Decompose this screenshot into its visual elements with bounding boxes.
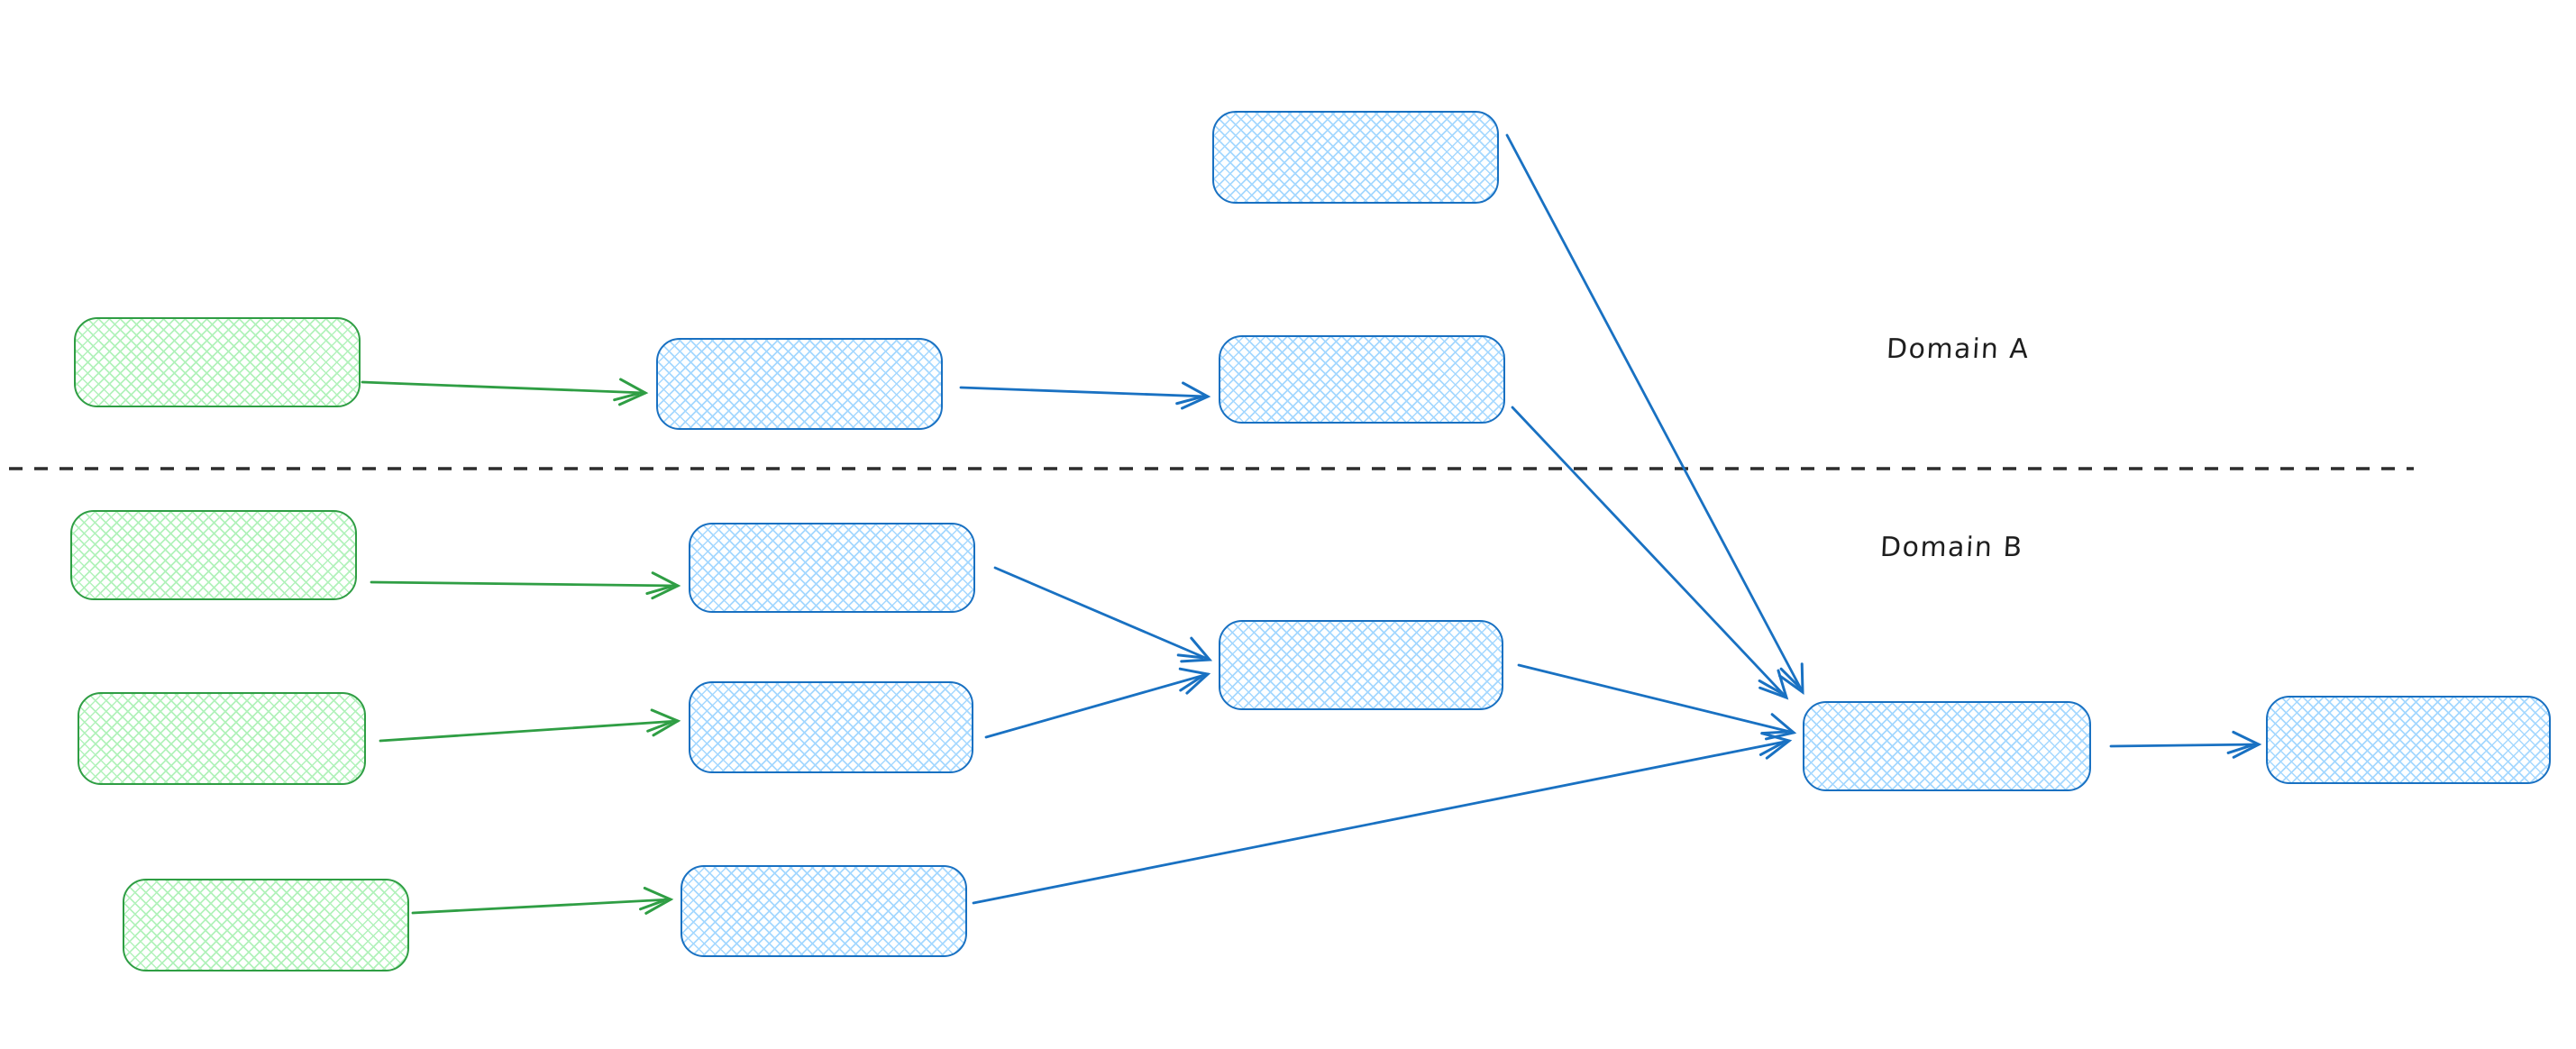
arrow-source-b3-to-stage-b3[interactable] (411, 886, 674, 915)
arrow-aggregate-b-to-merge[interactable] (1517, 663, 1797, 741)
arrow-source-b1-to-stage-b1[interactable] (370, 571, 681, 600)
stage-node-a1[interactable] (656, 338, 943, 430)
domain-a-label[interactable]: Domain A (1886, 333, 2031, 365)
domain-b-label[interactable]: Domain B (1879, 532, 2024, 563)
stage-node-a2[interactable] (1219, 335, 1505, 424)
output-node[interactable] (2266, 696, 2551, 784)
arrow-stage-b2-to-aggregate-b[interactable] (984, 667, 1211, 739)
arrow-source-b2-to-stage-b2[interactable] (379, 708, 681, 743)
source-node-b3[interactable] (123, 879, 409, 971)
merge-node[interactable] (1803, 701, 2091, 791)
arrow-stage-a1-to-stage-a2[interactable] (959, 381, 1211, 410)
stage-node-b2[interactable] (689, 681, 973, 773)
arrow-stage-a2-to-merge[interactable] (1511, 406, 1789, 700)
input-node-a-top[interactable] (1212, 111, 1499, 204)
source-node-b1[interactable] (70, 510, 357, 600)
stage-node-b1[interactable] (689, 523, 975, 613)
arrow-input-a-top-to-merge[interactable] (1505, 133, 1804, 695)
source-node-b2[interactable] (78, 692, 366, 785)
aggregate-node-b[interactable] (1219, 620, 1503, 710)
arrow-source-a-to-stage-a1[interactable] (361, 378, 649, 406)
arrow-stage-b3-to-merge[interactable] (972, 732, 1793, 905)
stage-node-b3[interactable] (681, 865, 967, 957)
source-node-a[interactable] (74, 317, 361, 407)
arrow-merge-to-output[interactable] (2109, 730, 2262, 759)
arrow-stage-b1-to-aggregate-b[interactable] (993, 566, 1213, 663)
